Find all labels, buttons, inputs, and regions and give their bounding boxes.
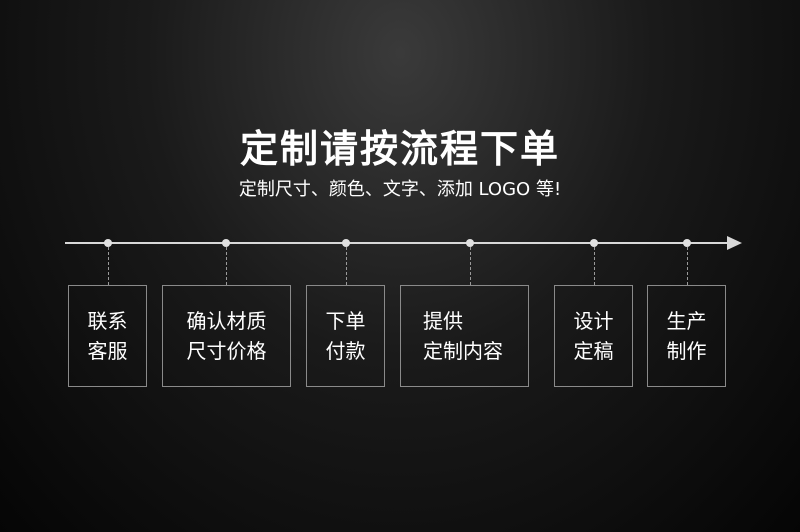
step-label-line1: 提供 <box>423 309 463 333</box>
timeline-dot <box>683 239 691 247</box>
timeline-dot <box>342 239 350 247</box>
timeline-dot <box>466 239 474 247</box>
page-subtitle: 定制尺寸、颜色、文字、添加 LOGO 等! <box>238 179 562 200</box>
timeline-dot <box>590 239 598 247</box>
timeline-connector <box>108 247 109 285</box>
step-box-confirm: 确认材质 尺寸价格 <box>162 285 291 387</box>
step-box-contact: 联系 客服 <box>68 285 147 387</box>
step-label-line2: 付款 <box>325 339 366 363</box>
step-label-line1: 设计 <box>573 309 614 333</box>
step-label-line2: 制作 <box>666 339 707 363</box>
step-box-produce: 生产 制作 <box>647 285 726 387</box>
step-label-line2: 客服 <box>87 339 128 363</box>
step-label-line1: 下单 <box>325 309 366 333</box>
step-label-line2: 定稿 <box>573 339 614 363</box>
page-title: 定制请按流程下单 <box>239 127 560 171</box>
step-label-line2: 尺寸价格 <box>186 339 267 363</box>
step-label-line2: 定制内容 <box>423 339 503 363</box>
timeline-connector <box>594 247 595 285</box>
timeline-connector <box>470 247 471 285</box>
step-label-line1: 生产 <box>666 309 707 333</box>
timeline-line <box>65 242 730 244</box>
step-box-design: 设计 定稿 <box>554 285 633 387</box>
timeline-connector <box>346 247 347 285</box>
timeline-connector <box>226 247 227 285</box>
timeline-dot <box>222 239 230 247</box>
step-label-line1: 联系 <box>87 309 128 333</box>
timeline-dot <box>104 239 112 247</box>
step-box-provide: 提供 定制内容 <box>400 285 529 387</box>
arrow-right-icon <box>727 236 742 250</box>
step-box-order: 下单 付款 <box>306 285 385 387</box>
timeline-connector <box>687 247 688 285</box>
step-label-line1: 确认材质 <box>186 309 267 333</box>
